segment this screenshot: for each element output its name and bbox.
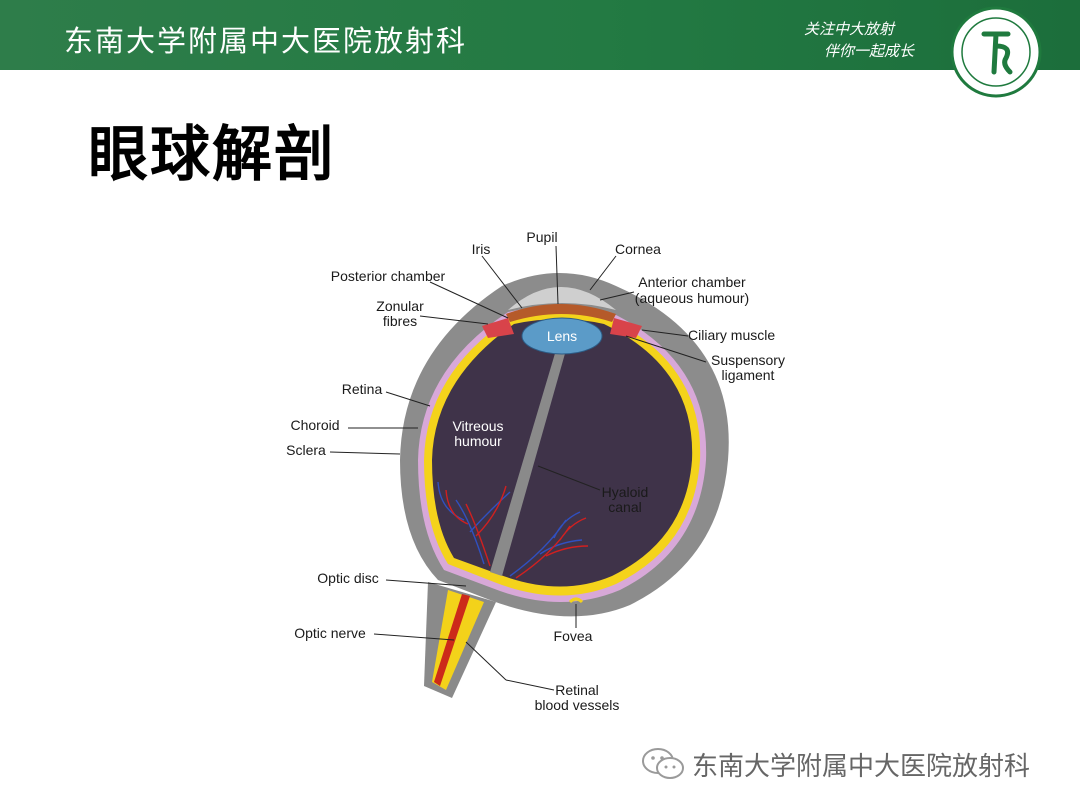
watermark: 东南大学附属中大医院放射科 — [640, 744, 1030, 784]
label-hyaloid: Hyaloid — [602, 484, 649, 500]
header-slogan: 关注中大放射 伴你一起成长 — [804, 18, 914, 62]
label-optic-disc: Optic disc — [317, 570, 378, 586]
label-retinal: Retinal — [555, 682, 599, 698]
label-ciliary-muscle: Ciliary muscle — [688, 327, 775, 343]
label-canal: canal — [608, 499, 641, 515]
header-title: 东南大学附属中大医院放射科 — [64, 24, 468, 58]
retinal-vessels — [437, 481, 589, 579]
optic-nerve — [424, 582, 496, 698]
hyaloid-canal — [490, 350, 566, 576]
label-choroid: Choroid — [290, 417, 339, 433]
ciliary-muscle-left — [482, 318, 514, 338]
label-cornea: Cornea — [615, 241, 661, 257]
label-sclera: Sclera — [286, 442, 326, 458]
label-optic-nerve: Optic nerve — [294, 625, 366, 641]
label-humour: humour — [454, 433, 502, 449]
hospital-logo — [950, 6, 1042, 98]
label-pupil: Pupil — [526, 229, 557, 245]
slogan-line-1: 关注中大放射 — [804, 20, 895, 38]
label-fibres: fibres — [383, 313, 417, 329]
eye-anatomy-diagram: Lens Pupil Iris Cornea Posterior chamber… — [286, 229, 785, 713]
leader-lines — [329, 245, 707, 691]
label-ligament: ligament — [722, 367, 775, 383]
label-blood-vessels: blood vessels — [535, 697, 620, 713]
watermark-text: 东南大学附属中大医院放射科 — [692, 751, 1031, 782]
slide-title: 眼球解剖 — [88, 120, 336, 190]
label-suspensory: Suspensory — [711, 352, 785, 368]
cornea — [508, 287, 616, 310]
label-posterior-chamber: Posterior chamber — [331, 268, 446, 284]
header-bar: 东南大学附属中大医院放射科 关注中大放射 伴你一起成长 — [0, 0, 1080, 70]
label-lens: Lens — [547, 328, 577, 344]
label-anterior-chamber: Anterior chamber — [638, 274, 746, 290]
ciliary-muscle-right — [610, 318, 642, 338]
slogan-line-2: 伴你一起成长 — [824, 42, 915, 60]
iris — [506, 304, 616, 322]
label-fovea: Fovea — [554, 628, 593, 644]
label-zonular: Zonular — [376, 298, 424, 314]
label-aqueous-humour: (aqueous humour) — [635, 290, 749, 306]
lens — [521, 317, 603, 355]
label-iris: Iris — [472, 241, 491, 257]
label-vitreous: Vitreous — [452, 418, 503, 434]
wechat-icon — [642, 748, 684, 779]
label-retina: Retina — [342, 381, 383, 397]
vitreous-humour — [432, 319, 693, 587]
fovea — [568, 597, 584, 604]
